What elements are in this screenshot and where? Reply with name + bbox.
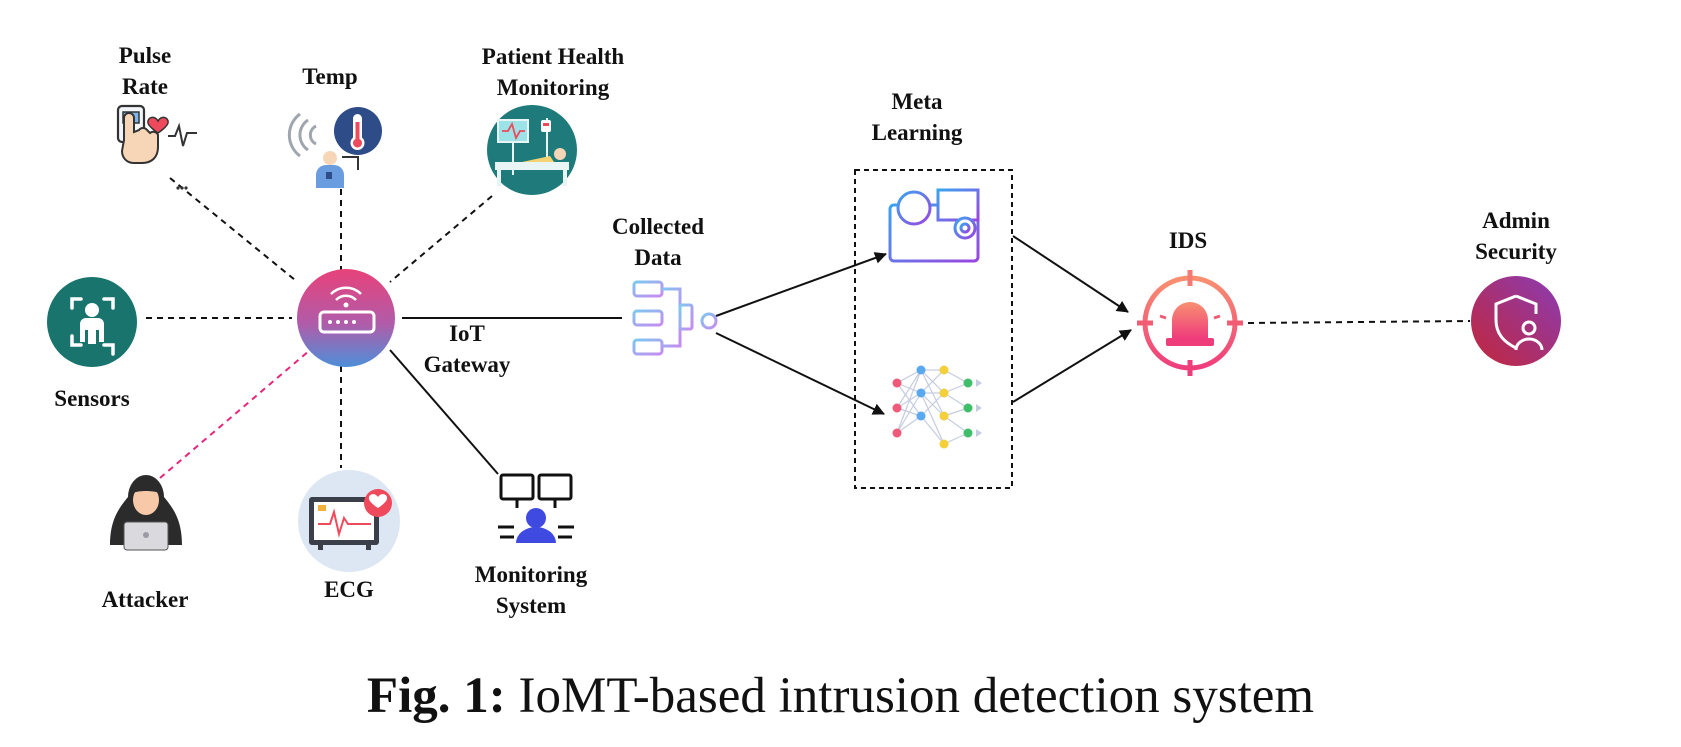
ai-idea-gear-icon — [888, 188, 980, 276]
arrow-ml1-ids — [1012, 235, 1129, 313]
ecg-monitor-icon — [298, 470, 400, 572]
meta-learning-label: Meta Learning — [871, 89, 963, 145]
meta-learning-box — [854, 169, 1013, 489]
caption-prefix: Fig. 1: — [366, 668, 506, 724]
connections — [146, 177, 1471, 479]
temp-label: Temp — [302, 64, 358, 89]
pulse-oximeter-icon — [116, 104, 197, 190]
sensors-label: Sensors — [54, 386, 130, 411]
collected-data-label: Collected Data — [612, 214, 704, 270]
alarm-siren-icon — [1137, 270, 1243, 376]
arrow-data-ml1 — [715, 252, 887, 317]
iot-gateway-label: IoT Gateway — [423, 321, 511, 377]
workstation-icon — [498, 473, 574, 543]
figure-caption: Fig. 1: IoMT-based intrusion detection s… — [0, 667, 1681, 725]
shield-user-icon — [1471, 276, 1561, 366]
link-pulse-gateway — [169, 177, 296, 281]
ids-label: IDS — [1168, 228, 1208, 253]
caption-text: IoMT-based intrusion detection system — [518, 668, 1315, 724]
patient-bed-icon — [487, 105, 577, 195]
arrow-data-ml2 — [715, 332, 885, 415]
data-hierarchy-icon — [632, 280, 718, 356]
router-icon — [297, 269, 395, 367]
body-scan-icon — [47, 277, 137, 367]
thermometer-icon — [287, 107, 382, 188]
link-gateway-monitoring — [389, 349, 499, 475]
arrow-ml2-ids — [1012, 329, 1132, 403]
patient-health-label: Patient Health Monitoring — [481, 44, 625, 100]
neural-network-icon — [892, 365, 982, 449]
attacker-label: Attacker — [101, 587, 189, 612]
pulse-rate-label: Pulse Rate — [118, 43, 172, 99]
link-patient-gateway — [389, 195, 493, 283]
hacker-icon — [110, 475, 182, 551]
admin-security-label: Admin Security — [1475, 208, 1557, 264]
link-ids-admin — [1247, 320, 1471, 324]
link-attacker-gateway — [159, 349, 311, 479]
monitoring-system-label: Monitoring System — [474, 562, 588, 618]
ecg-label: ECG — [324, 577, 374, 602]
